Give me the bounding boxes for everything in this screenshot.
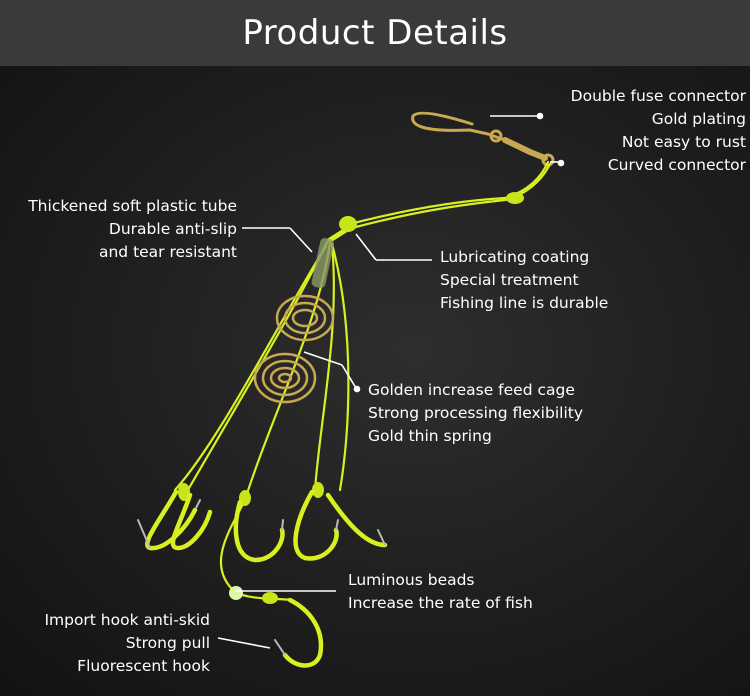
callout-hook: Import hook anti-skid Strong pull Fluore… (44, 611, 210, 675)
feed-cage-spring (253, 294, 335, 404)
plastic-tube (311, 237, 334, 288)
product-photo (0, 66, 750, 696)
swivel-connector (411, 111, 555, 167)
callout-tube: Thickened soft plastic tube Durable anti… (28, 197, 237, 261)
callout-connector: Double fuse connector Gold plating Not e… (570, 87, 746, 174)
luminous-bead (229, 586, 243, 600)
callout-beads: Luminous beads Increase the rate of fish (348, 571, 533, 612)
fluorescent-hooks (145, 489, 388, 668)
callout-leaders (217, 112, 565, 649)
line-knots (178, 192, 524, 604)
callout-cage: Golden increase feed cage Strong process… (368, 381, 583, 445)
callout-coating: Lubricating coating Special treatment Fi… (440, 248, 609, 312)
page-title: Product Details (242, 13, 508, 53)
header-bar: Product Details (0, 0, 750, 66)
hook-points (137, 499, 386, 656)
